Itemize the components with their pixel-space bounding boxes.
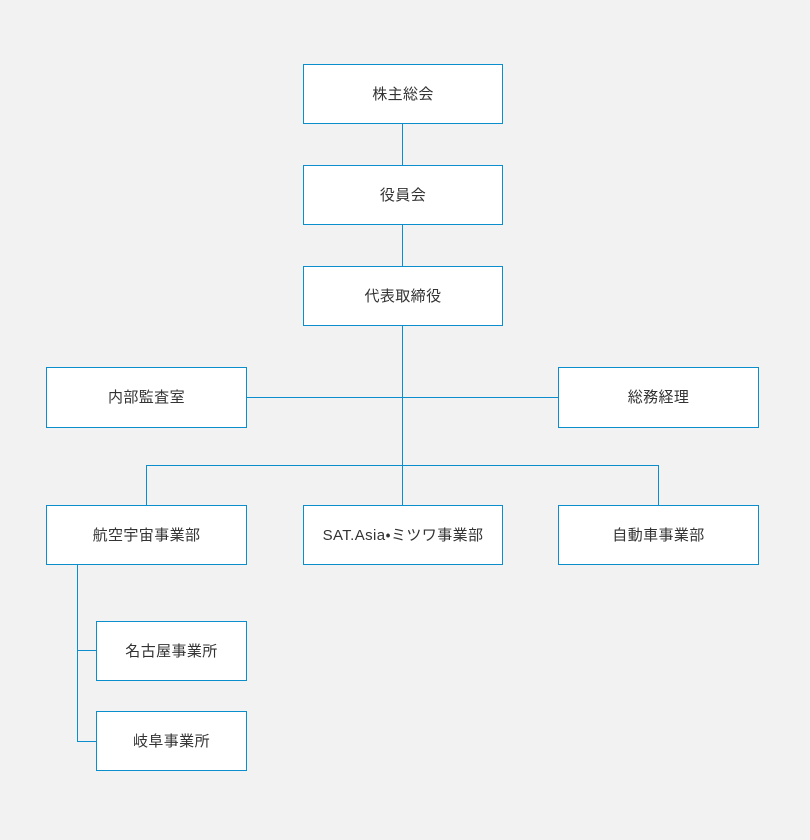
node-shareholders-label: 株主総会	[372, 85, 434, 103]
connector-aerospace-trunk	[77, 565, 78, 742]
node-automotive-label: 自動車事業部	[612, 526, 705, 544]
connector-staff-horizontal	[247, 397, 558, 398]
node-aerospace[interactable]: 航空宇宙事業部	[46, 505, 247, 565]
node-internal-audit-label: 内部監査室	[107, 389, 185, 406]
node-internal-audit[interactable]: 内部監査室	[46, 367, 247, 428]
connector-shareholders-to-board	[402, 124, 403, 165]
node-ceo-label: 代表取締役	[364, 287, 442, 305]
connector-bar-to-aerospace	[146, 465, 147, 505]
node-sat-asia-label: SAT.Asia・ミツワ事業部	[322, 526, 484, 544]
connector-bar-to-sat-asia	[402, 465, 403, 505]
node-gifu-office[interactable]: 岐阜事業所	[96, 711, 247, 771]
node-aerospace-label: 航空宇宙事業部	[92, 526, 201, 544]
connector-bar-to-automotive	[658, 465, 659, 505]
node-board[interactable]: 役員会	[303, 165, 503, 225]
node-automotive[interactable]: 自動車事業部	[558, 505, 759, 565]
node-nagoya-office-label: 名古屋事業所	[125, 642, 218, 660]
connector-trunk-to-gifu	[77, 741, 96, 742]
node-nagoya-office[interactable]: 名古屋事業所	[96, 621, 247, 681]
connector-board-to-ceo	[402, 225, 403, 266]
node-general-admin-label: 総務経理	[627, 389, 690, 406]
node-ceo[interactable]: 代表取締役	[303, 266, 503, 326]
connector-trunk-to-nagoya	[77, 650, 96, 651]
node-board-label: 役員会	[379, 186, 427, 204]
node-gifu-office-label: 岐阜事業所	[132, 732, 210, 750]
connector-ceo-spine	[402, 326, 403, 466]
node-shareholders[interactable]: 株主総会	[303, 64, 503, 124]
node-general-admin[interactable]: 総務経理	[558, 367, 759, 428]
node-sat-asia[interactable]: SAT.Asia・ミツワ事業部	[303, 505, 503, 565]
